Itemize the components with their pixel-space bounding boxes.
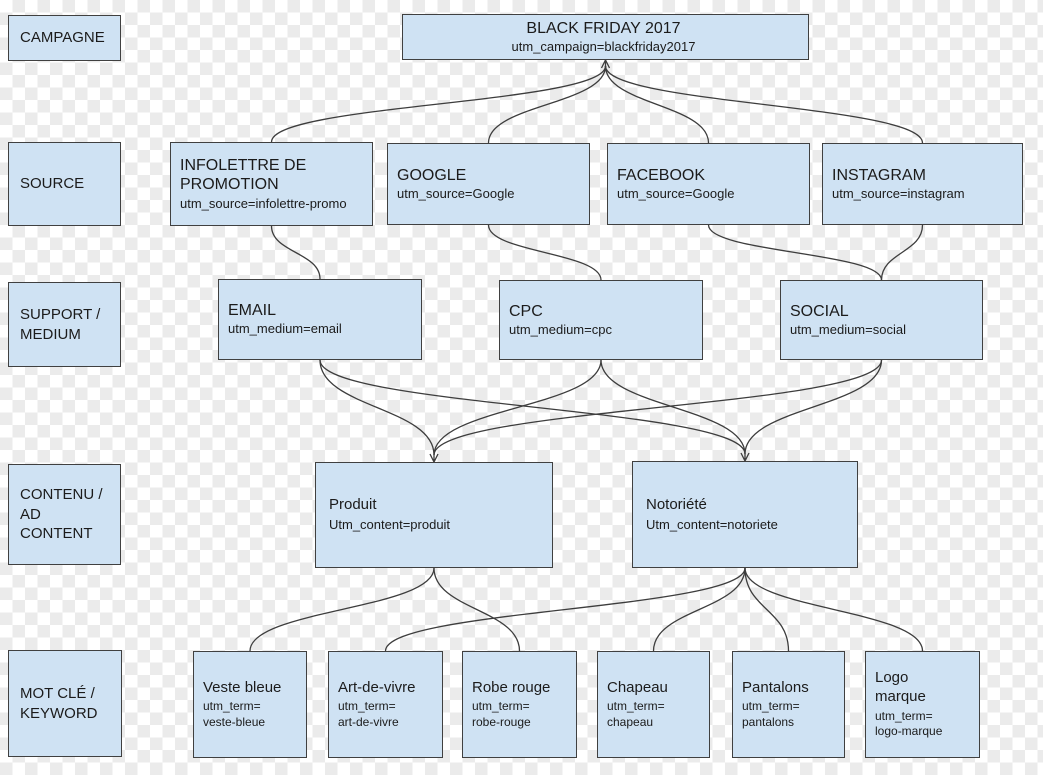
node-title: INSTAGRAM <box>832 166 926 184</box>
node-source-infolettre: INFOLETTRE DE PROMOTION utm_source=infol… <box>170 142 373 226</box>
node-campaign-black-friday: BLACK FRIDAY 2017 utm_campaign=blackfrid… <box>402 14 809 60</box>
node-keyword-logo-marque: Logo marque utm_term= logo-marque <box>865 651 980 758</box>
connector-line <box>433 359 883 456</box>
row-label-text: MOT CLÉ / <box>20 685 95 702</box>
node-utm-param: utm_source=instagram <box>832 185 965 201</box>
connector-line <box>319 359 746 455</box>
node-keyword-art-de-vivre: Art-de-vivre utm_term= art-de-vivre <box>328 651 443 758</box>
node-utm-param: utm_term= art-de-vivre <box>338 699 399 729</box>
node-title: INFOLETTRE DE PROMOTION <box>180 157 307 194</box>
node-utm-param: utm_source=infolettre-promo <box>180 195 347 211</box>
row-label-mot-cle-keyword: MOT CLÉ / KEYWORD <box>8 650 122 757</box>
row-label-text: CAMPAGNE <box>20 29 105 47</box>
node-title: SOCIAL <box>790 302 849 320</box>
node-source-facebook: FACEBOOK utm_source=Google <box>607 143 810 225</box>
node-source-instagram: INSTAGRAM utm_source=instagram <box>822 143 1023 225</box>
node-medium-social: SOCIAL utm_medium=social <box>780 280 983 360</box>
row-label-source: SOURCE <box>8 142 121 226</box>
connector-line <box>487 65 607 144</box>
row-label-text: SOURCE <box>20 175 85 193</box>
node-medium-email: EMAIL utm_medium=email <box>218 279 422 360</box>
connector-line <box>744 567 790 652</box>
node-source-google: GOOGLE utm_source=Google <box>387 143 590 225</box>
row-label-text: MEDIUM <box>20 325 81 343</box>
node-keyword-veste-bleue: Veste bleue utm_term= veste-bleue <box>193 651 307 758</box>
row-label-text: CONTENU / <box>20 486 103 504</box>
connector-arrowhead <box>740 452 750 463</box>
row-label-text: SUPPORT / <box>20 306 101 323</box>
node-title: Robe rouge <box>472 678 551 696</box>
node-content-notoriete: Notoriété Utm_content=notoriete <box>632 461 858 568</box>
node-keyword-pantalons: Pantalons utm_term= pantalons <box>732 651 845 758</box>
node-title: Chapeau <box>607 678 668 696</box>
row-label-contenu-ad-content: CONTENU / AD CONTENT <box>8 464 121 565</box>
node-utm-param: utm_source=Google <box>617 185 735 201</box>
node-title: Veste bleue <box>203 678 282 696</box>
row-label-text: AD <box>20 505 41 523</box>
connector-line <box>707 224 883 281</box>
node-utm-param: utm_term= logo-marque <box>875 708 943 739</box>
connector-line <box>600 359 746 455</box>
node-utm-param: utm_term= veste-bleue <box>203 699 266 729</box>
node-title: Produit <box>329 496 377 514</box>
node-keyword-chapeau: Chapeau utm_term= chapeau <box>597 651 710 758</box>
node-title: FACEBOOK <box>617 166 706 184</box>
row-label-text: CONTENT <box>20 525 93 543</box>
connector-line <box>384 567 746 652</box>
node-utm-param: Utm_content=produit <box>329 517 451 533</box>
node-utm-param: Utm_content=notoriete <box>646 516 778 532</box>
node-title: Notoriété <box>646 495 707 513</box>
node-utm-param: utm_source=Google <box>397 185 515 201</box>
node-keyword-robe-rouge: Robe rouge utm_term= robe-rouge <box>462 651 577 758</box>
node-utm-param: utm_medium=social <box>790 321 906 337</box>
node-title: Pantalons <box>742 678 809 696</box>
row-label-text: KEYWORD <box>20 704 98 722</box>
node-utm-param: utm_campaign=blackfriday2017 <box>511 38 696 54</box>
node-utm-param: utm_term= pantalons <box>742 699 800 729</box>
connector-line <box>652 567 746 652</box>
node-title: CPC <box>509 302 543 320</box>
connector-line <box>319 359 435 456</box>
connector-line <box>744 359 883 455</box>
connector-line <box>433 567 521 652</box>
connector-line <box>880 224 924 281</box>
connector-line <box>249 567 435 652</box>
connector-line <box>744 567 924 652</box>
node-utm-param: utm_medium=cpc <box>509 321 612 337</box>
node-title: GOOGLE <box>397 166 467 184</box>
node-utm-param: utm_term= robe-rouge <box>472 699 531 729</box>
connector-line <box>487 224 602 281</box>
node-title: BLACK FRIDAY 2017 <box>526 19 681 37</box>
connector-line <box>604 65 924 144</box>
node-medium-cpc: CPC utm_medium=cpc <box>499 280 703 360</box>
node-content-produit: Produit Utm_content=produit <box>315 462 553 568</box>
node-title: EMAIL <box>228 302 277 320</box>
node-title: Logo marque <box>875 669 926 705</box>
connector-line <box>270 225 321 280</box>
connector-line <box>433 359 602 456</box>
row-label-campagne: CAMPAGNE <box>8 15 121 61</box>
connector-arrowhead <box>429 453 439 464</box>
connector-line <box>604 65 710 144</box>
connector-line <box>270 65 607 143</box>
node-utm-param: utm_medium=email <box>228 321 342 337</box>
node-title: Art-de-vivre <box>338 678 416 696</box>
row-label-support-medium: SUPPORT / MEDIUM <box>8 282 121 367</box>
connector-arrowhead <box>600 58 611 69</box>
node-utm-param: utm_term= chapeau <box>607 699 665 729</box>
